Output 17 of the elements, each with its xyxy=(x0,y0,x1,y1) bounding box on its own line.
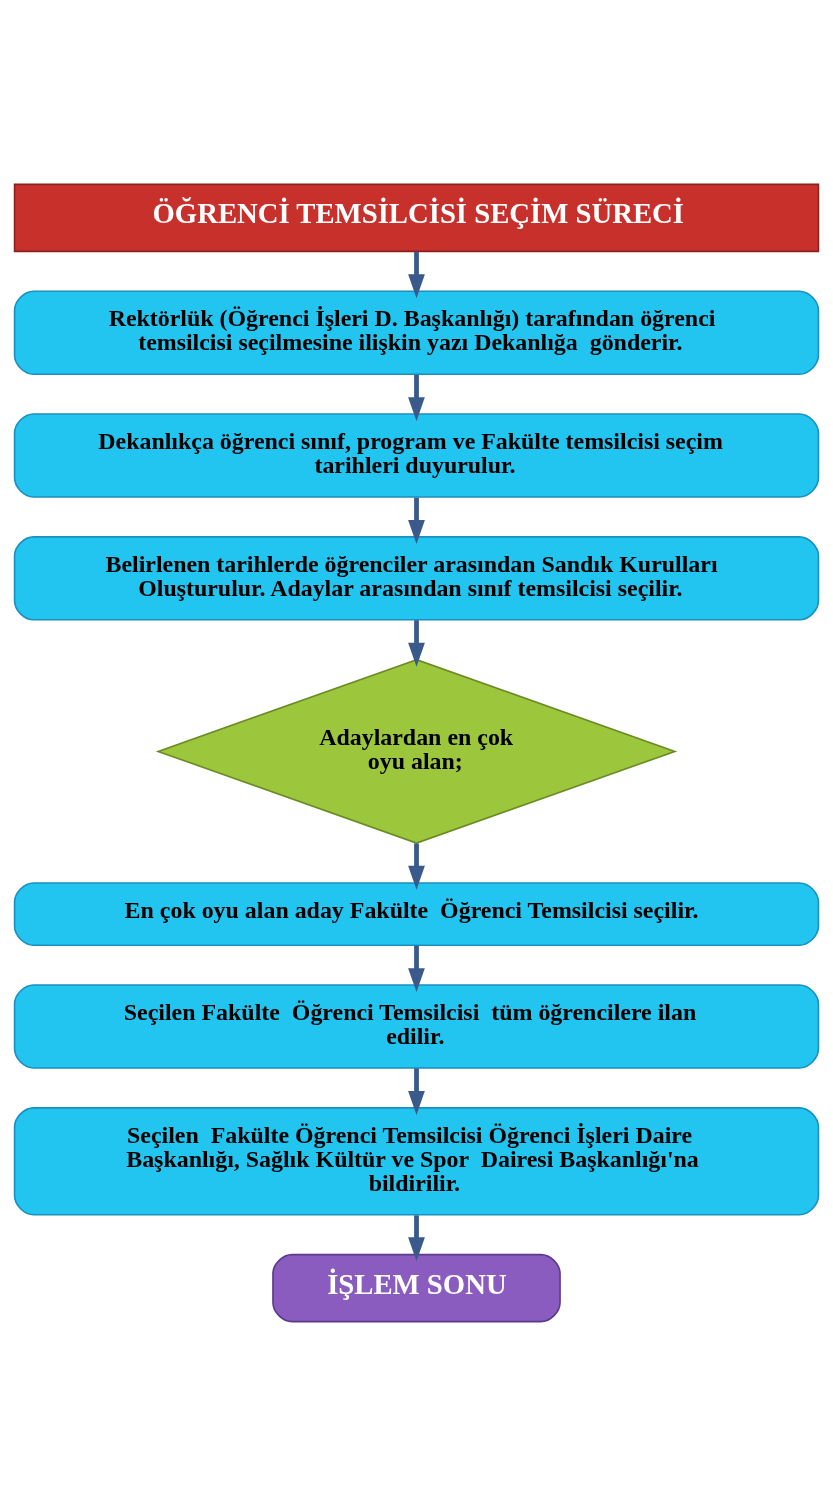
node-box: Rektörlük (Öğrenci İşleri D. Başkanlığı) tarafından öğrenci temsilcisi seçilmesine ilişkin yazı Dekanlığa gönderir. xyxy=(13,289,820,375)
arrow xyxy=(408,251,425,298)
arrow xyxy=(408,374,425,421)
arrow xyxy=(408,1214,425,1261)
node-box: En çok oyu alan aday Fakülte Öğrenci Temsilcisi seçilir. xyxy=(13,881,820,946)
node-box: Seçilen Fakülte Öğrenci Temsilcisi tüm öğrencilere ilan edilir. xyxy=(13,983,820,1069)
node-box: Dekanlıkça öğrenci sınıf, program ve Fakülte temsilcisi seçim tarihleri duyurulur. xyxy=(13,412,820,498)
node-box: ÖĞRENCİ TEMSİLCİSİ SEÇİM SÜRECİ xyxy=(13,183,820,252)
arrow xyxy=(408,619,425,667)
node-box: Belirlenen tarihlerde öğrenciler arasından Sandık Kurulları Oluşturulur. Adaylar arasından sınıf temsilcisi seçilir. xyxy=(13,535,820,621)
node-box: İŞLEM SONU xyxy=(272,1253,561,1322)
arrow xyxy=(408,1067,425,1115)
arrow xyxy=(408,945,425,992)
arrow xyxy=(408,842,425,890)
node-box: Seçilen Fakülte Öğrenci Temsilcisi Öğrenci İşleri Daire Başkanlığı, Sağlık Kültür ve Spor Dairesi Başkanlığı'na bildirilir. xyxy=(13,1106,820,1216)
node-diamond: Adaylardan en çok oyu alan; xyxy=(155,658,678,844)
arrow xyxy=(408,497,425,544)
